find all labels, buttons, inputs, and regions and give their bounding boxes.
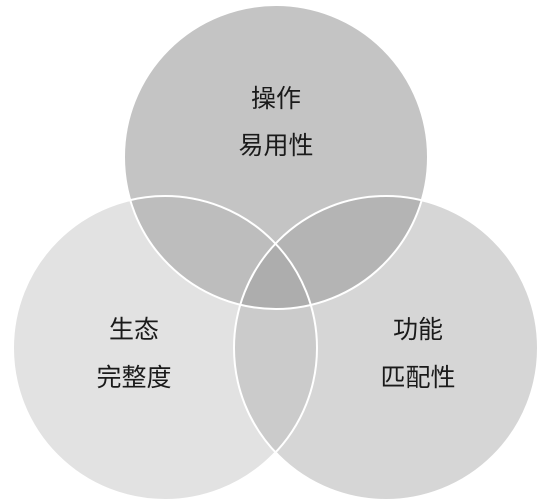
top-label-line2: 易用性: [238, 131, 313, 160]
right-label-line1: 功能: [393, 315, 443, 344]
left-label-line1: 生态: [109, 315, 159, 344]
left-label-line2: 完整度: [96, 363, 171, 392]
overlap-top-left: [124, 196, 317, 309]
circle-outlines: [12, 4, 539, 501]
top-label-line1: 操作: [251, 84, 301, 113]
right-label-line2: 匹配性: [380, 363, 455, 392]
overlap-top-right: [234, 196, 428, 309]
